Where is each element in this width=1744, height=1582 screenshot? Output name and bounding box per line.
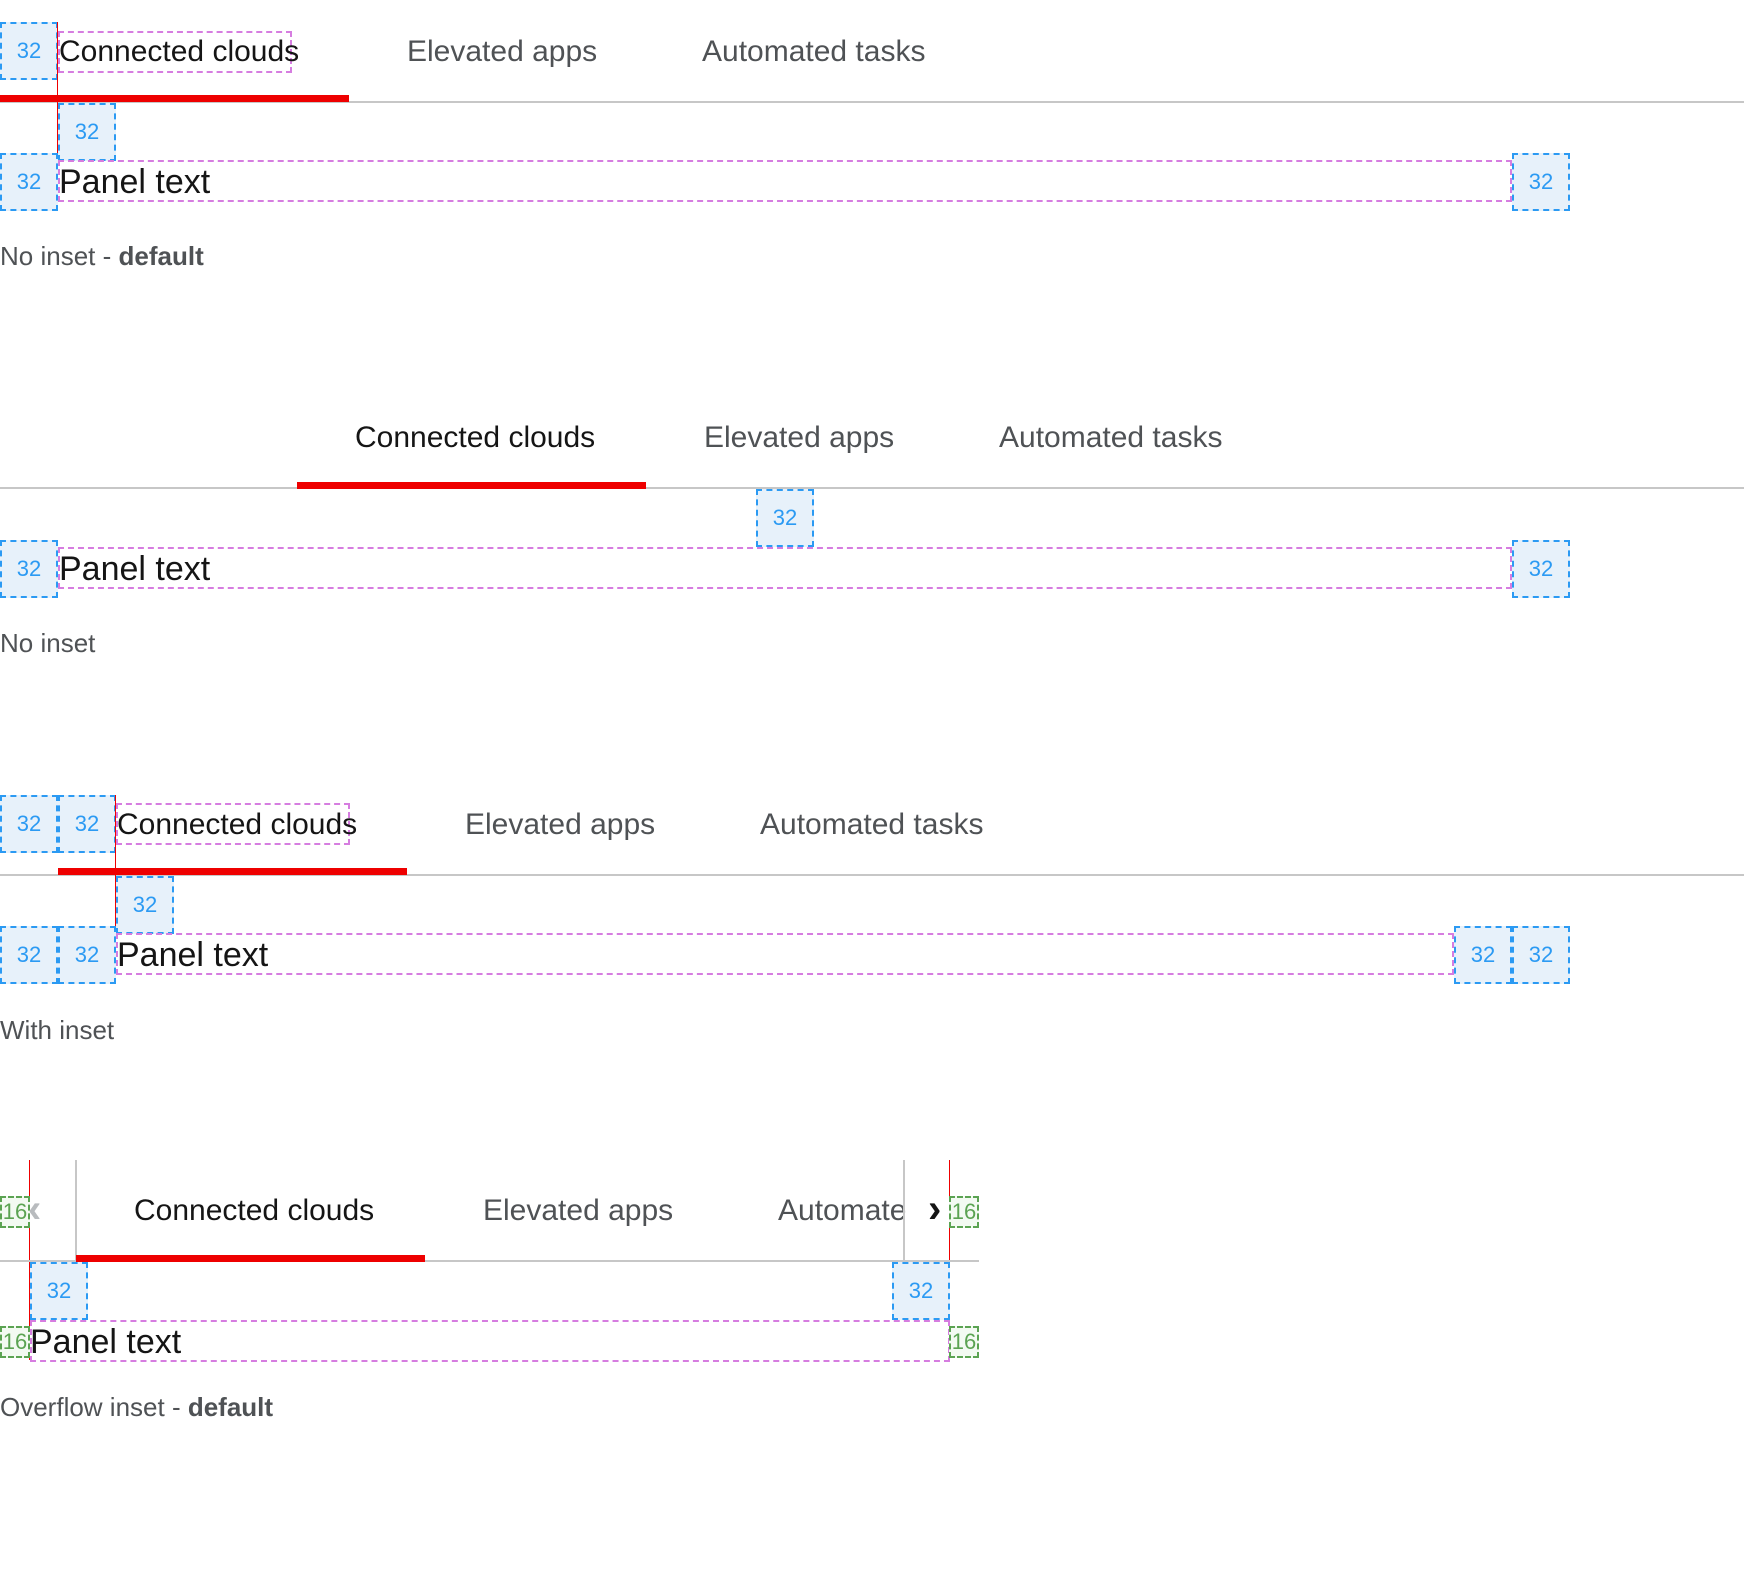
tabs-divider xyxy=(0,874,1744,876)
active-tab-underline xyxy=(76,1255,425,1262)
tab-elevated-apps[interactable]: Elevated apps xyxy=(465,808,656,841)
spacer-16: 16 xyxy=(949,1326,979,1358)
spacer-32: 32 xyxy=(1512,153,1570,211)
spacer-16: 16 xyxy=(0,1326,30,1358)
panel-text: Panel text xyxy=(117,936,269,974)
panel-text-outline xyxy=(58,160,1512,202)
tab-automated-tasks[interactable]: Automated tasks xyxy=(999,421,1223,454)
active-tab-underline xyxy=(297,482,646,489)
tabs-divider xyxy=(0,1260,979,1262)
caption-overflow-inset-default: Overflow inset - default xyxy=(0,1394,273,1420)
alignment-guide xyxy=(57,22,58,210)
caption-with-inset: With inset xyxy=(0,1015,115,1045)
spacer-16: 16 xyxy=(949,1196,979,1228)
caption-text: No inset - xyxy=(0,241,119,271)
spacer-32: 32 xyxy=(116,876,174,934)
panel-text-outline xyxy=(58,547,1512,589)
tab-automated-tasks[interactable]: Automated tasks xyxy=(760,808,984,841)
spacer-32: 32 xyxy=(1512,540,1570,598)
tab-elevated-apps[interactable]: Elevated apps xyxy=(483,1194,674,1227)
spacer-32: 32 xyxy=(0,22,58,80)
spacer-32: 32 xyxy=(1512,926,1570,984)
caption-no-inset-default: No inset - default xyxy=(0,243,204,269)
spacer-32: 32 xyxy=(892,1262,950,1320)
scroll-button-divider xyxy=(903,1160,905,1260)
spacer-32: 32 xyxy=(58,103,116,161)
tab-elevated-apps[interactable]: Elevated apps xyxy=(407,35,598,68)
spacer-32: 32 xyxy=(58,795,116,853)
caption-text: Overflow inset - xyxy=(0,1392,188,1422)
chevron-right-icon[interactable]: › xyxy=(928,1187,942,1231)
tab-automated-tasks-truncated[interactable]: Automate xyxy=(778,1194,907,1227)
caption-bold: default xyxy=(118,241,204,271)
caption-no-inset: No inset xyxy=(0,628,96,658)
spacer-32: 32 xyxy=(756,489,814,547)
scroll-button-divider xyxy=(75,1160,77,1260)
tab-elevated-apps[interactable]: Elevated apps xyxy=(704,421,895,454)
tab-connected-clouds[interactable]: Connected clouds xyxy=(117,808,358,841)
caption-bold: default xyxy=(187,1392,274,1422)
spacer-32: 32 xyxy=(0,540,58,598)
spacer-32: 32 xyxy=(0,926,58,984)
spacer-32: 32 xyxy=(30,1262,88,1320)
spacer-32: 32 xyxy=(0,153,58,211)
panel-text-outline xyxy=(116,933,1454,975)
panel-text: Panel text xyxy=(59,163,211,201)
alignment-guide xyxy=(115,795,116,983)
tab-connected-clouds[interactable]: Connected clouds xyxy=(134,1194,375,1227)
tab-automated-tasks[interactable]: Automated tasks xyxy=(702,35,926,68)
spacer-32: 32 xyxy=(58,926,116,984)
tabs-divider xyxy=(0,101,1744,103)
chevron-left-icon[interactable]: ‹ xyxy=(28,1187,42,1231)
tab-connected-clouds[interactable]: Connected clouds xyxy=(355,421,596,454)
panel-text: Panel text xyxy=(59,550,211,588)
active-tab-underline xyxy=(0,95,349,102)
tab-text-outline xyxy=(116,803,350,845)
spacer-32: 32 xyxy=(1454,926,1512,984)
spacer-32: 32 xyxy=(0,795,58,853)
tab-text-outline xyxy=(58,31,292,73)
tab-connected-clouds[interactable]: Connected clouds xyxy=(59,35,300,68)
active-tab-underline xyxy=(58,868,407,875)
panel-text: Panel text xyxy=(30,1323,182,1361)
tabs-divider xyxy=(0,487,1744,489)
spacer-16: 16 xyxy=(0,1196,30,1228)
